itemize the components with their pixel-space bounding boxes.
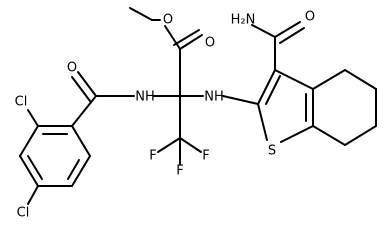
- bond-cyclo-5: [312, 125, 346, 146]
- bond-thio-s-c2: [257, 103, 268, 141]
- atom-o-ester: O: [163, 13, 173, 28]
- atom-nh-right: NH: [204, 90, 224, 105]
- bond-thio-c2-c3: [257, 69, 276, 105]
- bond-methyl: [129, 7, 153, 21]
- bond-carboxamide-o-a: [274, 21, 301, 38]
- bond-cf3-left: [157, 137, 181, 153]
- atom-f-left: F: [149, 149, 156, 164]
- bond-thio-c7a-s: [280, 125, 314, 143]
- atom-nh2: H₂N: [231, 13, 256, 28]
- bond-thio-c2-c3-double: [265, 75, 281, 105]
- bond-cyclo-2: [344, 69, 377, 90]
- bond-cyclo-4: [344, 125, 377, 146]
- bond-carboxamide-n: [251, 24, 276, 38]
- bond-carboxamide-o-b: [279, 27, 305, 44]
- bond-cl-top: [27, 109, 39, 127]
- atom-s: S: [268, 144, 276, 159]
- bond-thio-c3-c3a: [274, 69, 314, 90]
- bond-benzoyl-o-b: [71, 76, 91, 102]
- bond-cf3-right: [179, 137, 202, 153]
- bond-ester-carbonyl-b: [173, 29, 200, 46]
- bond-ester-o-carbon: [164, 25, 181, 50]
- bond-ring-5: [71, 155, 91, 187]
- bond-cl-bottom: [27, 185, 39, 205]
- bond-benzoyl-o-a: [77, 71, 97, 97]
- bond-carbonyl-to-ring: [71, 95, 97, 127]
- bond-ester-carbonyl-a: [179, 34, 203, 50]
- atom-f-right: F: [202, 149, 209, 164]
- bond-ring-inner-c: [67, 159, 80, 180]
- bond-ring-inner-b: [27, 155, 43, 180]
- bond-nh-to-thiophene: [222, 95, 259, 105]
- atom-cl-bottom: Cl: [17, 206, 30, 221]
- bond-ring-6: [71, 125, 91, 157]
- atom-o-ester-carbonyl: O: [205, 36, 215, 51]
- bond-ring-3: [19, 155, 39, 187]
- bond-cyclo-1: [312, 69, 346, 90]
- atom-o-benzoyl: O: [67, 61, 77, 76]
- atom-cl-top: Cl: [15, 95, 28, 110]
- atom-o-amide: O: [305, 10, 315, 25]
- bond-layer: [19, 7, 377, 205]
- atom-label-layer: O O O NH NH F F F Cl Cl H₂N O S: [15, 10, 315, 221]
- atom-nh-left: NH: [135, 90, 155, 105]
- bond-ring-2: [19, 125, 39, 157]
- atom-f-bottom: F: [176, 164, 183, 179]
